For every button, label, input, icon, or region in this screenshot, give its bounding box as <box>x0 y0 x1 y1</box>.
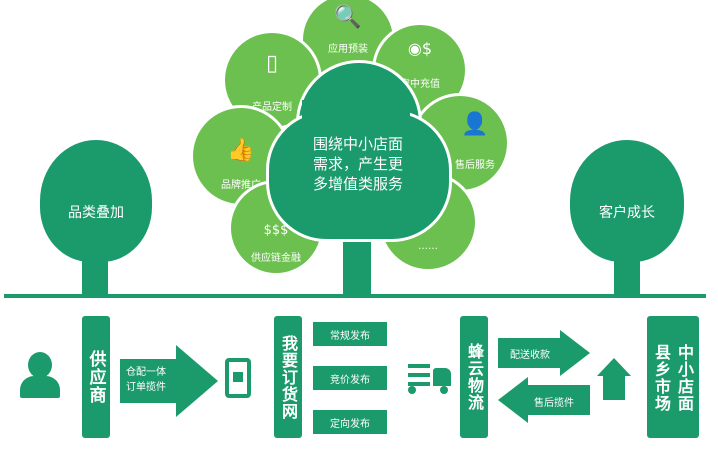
logistics-bar: 蜂云物流 <box>460 316 488 438</box>
center-text-line: 需求，产生更 <box>312 155 403 173</box>
arrow-delivery: 配送收款 <box>498 330 590 376</box>
left-tree-canopy <box>40 140 152 262</box>
ground-line <box>4 294 706 298</box>
tablet-basket-icon <box>225 358 251 398</box>
platform-bar: 我要订货网 <box>274 316 302 438</box>
arrow-label: 配送收款 <box>510 350 550 361</box>
center-tree-text: 围绕中小店面 需求，产生更 多增值类服务 <box>280 134 436 194</box>
center-tree-canopy-fill <box>302 100 410 140</box>
left-tree-label: 品类叠加 <box>68 205 124 221</box>
service-label: 空中充值 <box>400 79 440 90</box>
service-label: …… <box>418 241 438 252</box>
support-agent-icon: 👤 <box>461 112 489 137</box>
phone-icon: ▯ <box>265 51 279 76</box>
truck-icon <box>402 364 454 394</box>
coins-icon: ◉$ <box>407 39 433 58</box>
service-label: 供应链金融 <box>251 253 301 264</box>
right-tree-canopy <box>570 140 684 262</box>
center-text-line: 多增值类服务 <box>312 175 403 193</box>
publish-regular: 常规发布 <box>313 322 387 346</box>
market-col-county: 县乡市场 <box>652 344 671 412</box>
service-label: 产品定制 <box>252 102 292 113</box>
thumbs-up-icon: 👍 <box>227 138 255 163</box>
publish-targeted: 定向发布 <box>313 410 387 434</box>
market-box: 县乡市场 中小店面 <box>647 316 699 438</box>
right-tree-label: 客户成长 <box>599 205 655 221</box>
market-col-stores: 中小店面 <box>675 344 694 412</box>
arrow-label: 仓配一体 <box>126 367 166 378</box>
money-bags-icon: $$$ <box>263 223 289 238</box>
arrow-label: 订单揽件 <box>126 382 166 393</box>
supplier-bar: 供应商 <box>82 316 110 438</box>
search-icon: 🔍 <box>334 5 362 30</box>
publish-bidding: 竞价发布 <box>313 366 387 390</box>
arrow-warehouse: 仓配一体 订单揽件 <box>120 345 218 417</box>
service-label: 品牌推广 <box>221 180 261 191</box>
center-text-line: 围绕中小店面 <box>312 135 403 153</box>
supplier-phone-icon <box>20 350 60 400</box>
service-label: 售后服务 <box>455 160 495 171</box>
house-icon <box>597 358 631 402</box>
arrow-label: 售后揽件 <box>534 398 574 409</box>
service-label: 应用预装 <box>328 44 368 55</box>
arrow-after-sales: 售后揽件 <box>498 377 590 423</box>
